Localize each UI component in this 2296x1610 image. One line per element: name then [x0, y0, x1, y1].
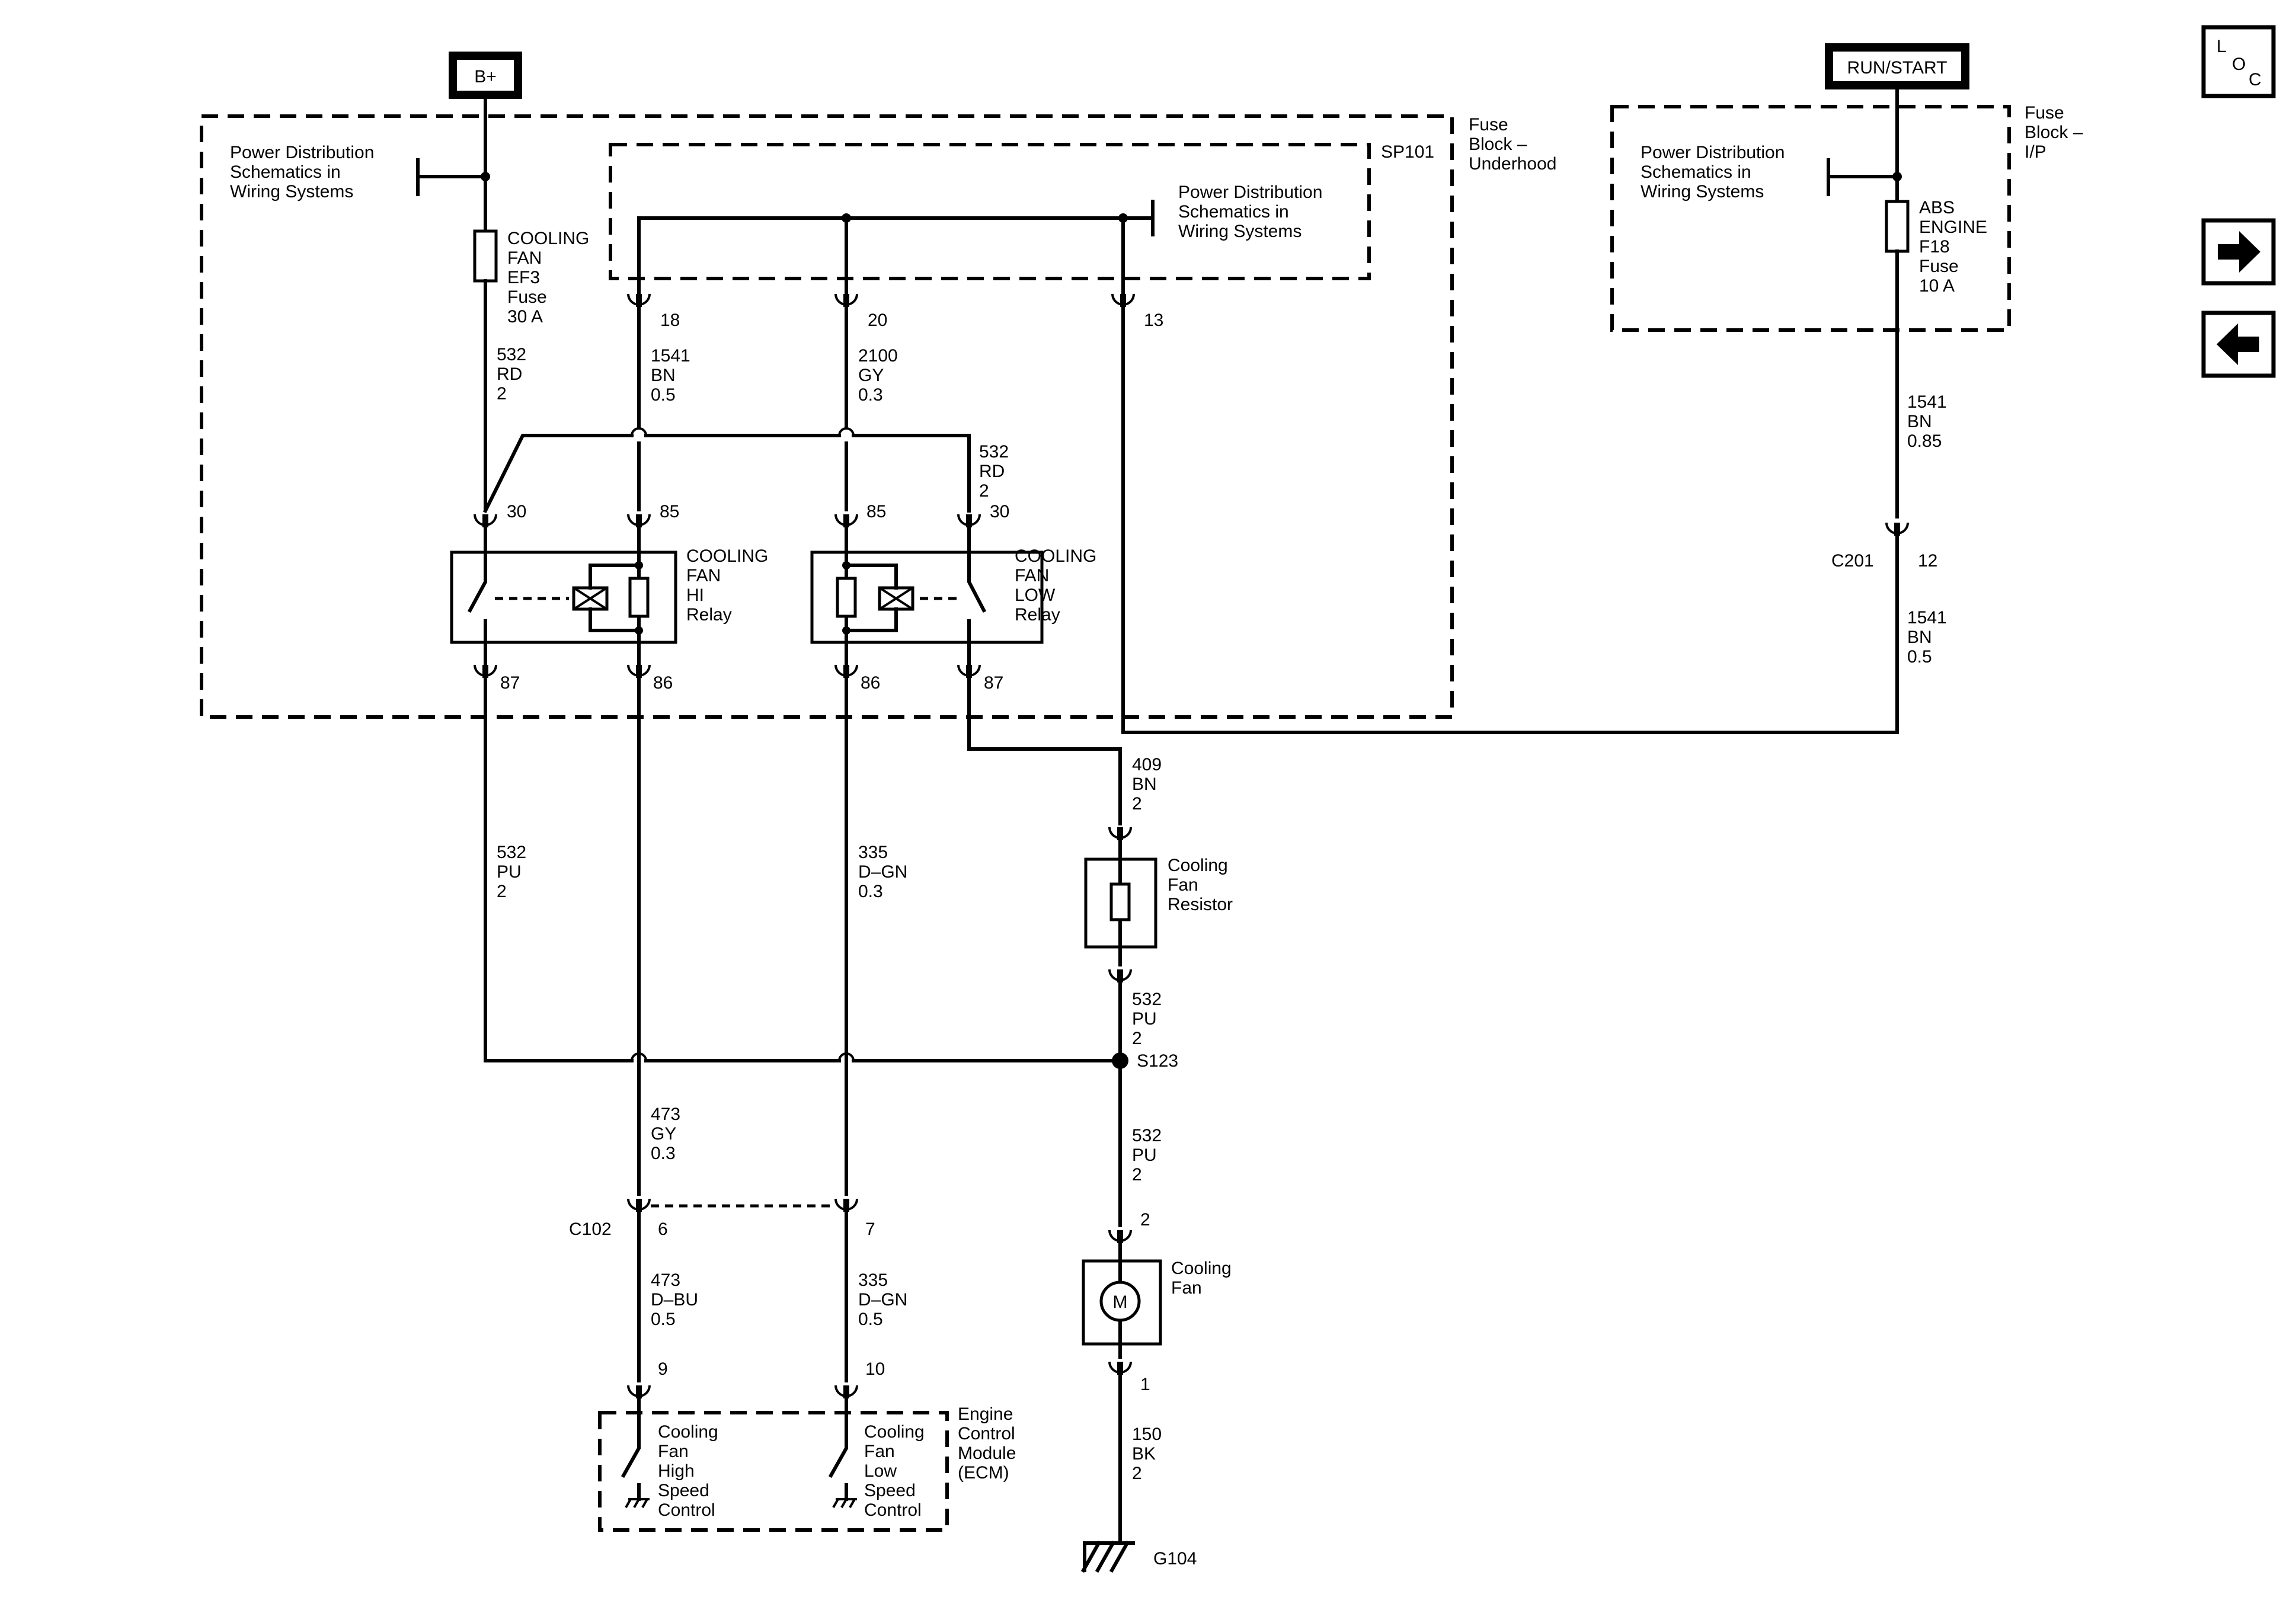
connector-c102: C102: [569, 1219, 612, 1239]
terminal-18: 18: [660, 311, 680, 330]
power-dist-note-ip: Power Distribution Schematics in Wiring …: [1641, 143, 1790, 201]
hi-relay-terminal-30: 30: [507, 502, 526, 521]
wire-label-1541-bn-085: 1541 BN 0.85: [1907, 392, 1952, 451]
low-relay-terminal-87: 87: [984, 673, 1003, 693]
b-plus-label: B+: [474, 67, 497, 87]
motor-symbol: M: [1113, 1292, 1128, 1312]
fuse-block-ip-label: Fuse Block – I/P: [2025, 103, 2088, 162]
power-dist-note-underhood: Power Distribution Schematics in Wiring …: [230, 143, 379, 201]
previous-page-button[interactable]: [2201, 311, 2276, 378]
svg-text:C: C: [2249, 70, 2262, 89]
wire-label-532-pu-left: 532 PU 2: [497, 843, 531, 901]
low-relay-terminal-30: 30: [990, 502, 1009, 521]
svg-text:L: L: [2217, 37, 2227, 56]
engine-control-module: [598, 1411, 949, 1532]
svg-text:O: O: [2232, 55, 2246, 74]
wire-label-532-rd-cross: 532 RD 2: [979, 442, 1013, 501]
hi-relay-terminal-86: 86: [653, 673, 673, 693]
fuse-f18: [1885, 200, 1910, 253]
splice-s123: [1112, 1052, 1128, 1069]
ecm-high-speed-label: Cooling Fan High Speed Control: [658, 1422, 723, 1520]
c201-terminal-12: 12: [1918, 551, 1937, 571]
ecm-label: Engine Control Module (ECM): [958, 1404, 1021, 1483]
wire-label-409-bn: 409 BN 2: [1132, 755, 1166, 814]
wire-label-1541-bn-05-right: 1541 BN 0.5: [1907, 608, 1952, 667]
wire-label-532-pu-fan: 532 PU 2: [1132, 1126, 1166, 1185]
arrow-left-icon: [2217, 324, 2259, 365]
wire-label-473-dbu: 473 D–BU 0.5: [651, 1270, 703, 1329]
c102-terminal-7: 7: [865, 1219, 875, 1239]
fuse-ef3-label: COOLING FAN EF3 Fuse 30 A: [507, 229, 594, 327]
cooling-fan-resistor-label: Cooling Fan Resistor: [1168, 856, 1233, 914]
wire-label-335-dgn-03: 335 D–GN 0.3: [858, 843, 913, 901]
location-button[interactable]: L O C: [2201, 25, 2276, 98]
wire-label-335-dgn-05: 335 D–GN 0.5: [858, 1270, 913, 1329]
fan-terminal-1: 1: [1140, 1375, 1150, 1394]
fan-terminal-2: 2: [1140, 1210, 1150, 1230]
arrow-right-icon: [2218, 231, 2260, 273]
ecm-terminal-10: 10: [865, 1359, 885, 1379]
wire-label-150-bk: 150 BK 2: [1132, 1425, 1166, 1483]
wire-label-532-pu-res: 532 PU 2: [1132, 990, 1166, 1048]
wire-label-473-gy: 473 GY 0.3: [651, 1105, 685, 1163]
ground-symbol: [1080, 1540, 1135, 1573]
splice-pack-label: SP101: [1381, 142, 1434, 162]
splice-s123-label: S123: [1137, 1051, 1178, 1071]
next-page-button[interactable]: [2201, 218, 2276, 286]
c102-terminal-6: 6: [658, 1219, 668, 1239]
low-relay-terminal-85: 85: [866, 502, 886, 521]
fuse-block-underhood-label: Fuse Block – Underhood: [1469, 115, 1556, 174]
connector-c201: C201: [1831, 551, 1874, 571]
wire-label-532-rd: 532 RD 2: [497, 345, 531, 404]
fuse-ef3: [473, 229, 498, 283]
ground-g104-label: G104: [1153, 1549, 1197, 1569]
hi-relay-terminal-85: 85: [660, 502, 679, 521]
cooling-fan-label: Cooling Fan: [1171, 1259, 1236, 1298]
terminal-13: 13: [1144, 311, 1163, 330]
hi-relay-label: COOLING FAN HI Relay: [686, 546, 773, 625]
wire-label-1541-bn-05: 1541 BN 0.5: [651, 346, 695, 405]
terminal-20: 20: [868, 311, 887, 330]
low-relay-terminal-86: 86: [861, 673, 880, 693]
wire-label-2100-gy: 2100 GY 0.3: [858, 346, 903, 405]
run-start-label: RUN/START: [1847, 58, 1948, 78]
fuse-block-ip-enclosure: [1610, 105, 2011, 332]
low-relay-label: COOLING FAN LOW Relay: [1015, 546, 1102, 625]
splice-pack-sp101-enclosure: [609, 143, 1371, 280]
power-dist-note-sp101: Power Distribution Schematics in Wiring …: [1178, 183, 1328, 241]
fuse-f18-label: ABS ENGINE F18 Fuse 10 A: [1919, 198, 1992, 296]
ecm-terminal-9: 9: [658, 1359, 668, 1379]
hi-relay-terminal-87: 87: [500, 673, 520, 693]
ecm-low-speed-label: Cooling Fan Low Speed Control: [864, 1422, 929, 1520]
fuse-block-underhood-enclosure: [200, 114, 1454, 719]
